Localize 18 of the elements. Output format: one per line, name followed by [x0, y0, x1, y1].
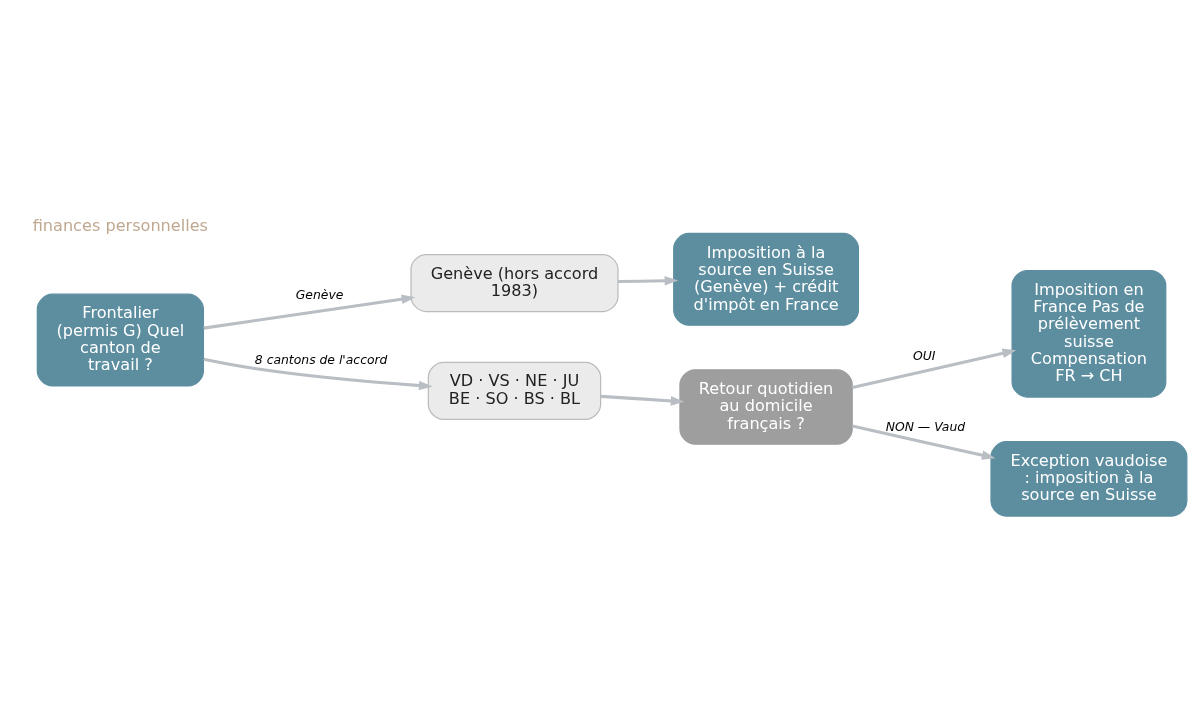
node-box: Retour quotidien au domicile français ? [679, 369, 853, 445]
arrow [203, 357, 433, 391]
label: finances personnelles [32, 216, 209, 236]
node-box: VD · VS · NE · JU BE · SO · BS · BL [427, 361, 602, 420]
edge-label: OUI [912, 347, 936, 363]
node-box: Imposition en France Pas de prélèvement suisse Compensation FR → CH [1011, 270, 1167, 398]
arrow [852, 348, 1017, 390]
arrow [852, 424, 996, 460]
arrow [203, 294, 416, 330]
node-box: Exception vaudoise : imposition à la source en Suisse [990, 441, 1188, 517]
node-box: Frontalier (permis G) Quel canton de travail ? [36, 293, 204, 387]
edge-label: Genève [295, 287, 344, 303]
edge-label: 8 cantons de l'accord [254, 351, 388, 367]
node-box: Imposition à la source en Suisse (Genève) + crédit d'impôt en France [673, 232, 860, 326]
arrow [600, 394, 685, 406]
edge-label: NON — Vaud [885, 418, 966, 434]
node-box: Genève (hors accord 1983) [410, 253, 619, 313]
arrow [618, 276, 679, 286]
